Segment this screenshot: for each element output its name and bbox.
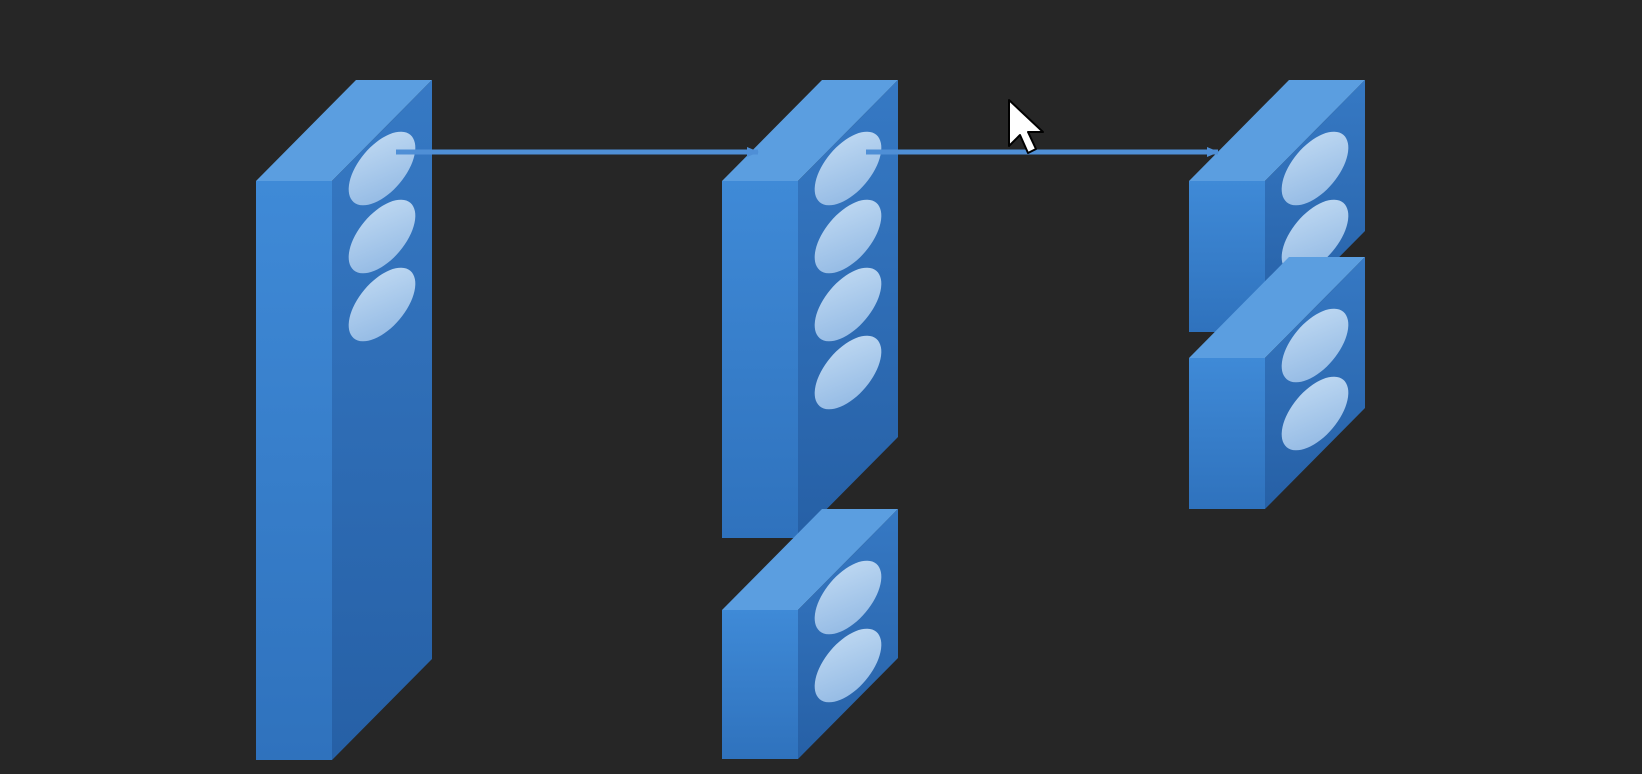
slot-oval — [1281, 308, 1349, 383]
stage-1 — [256, 80, 432, 760]
block-top-face — [1189, 257, 1365, 358]
block — [722, 509, 898, 759]
block — [256, 80, 432, 760]
slot-oval — [814, 267, 882, 342]
block-front-face — [722, 181, 798, 538]
block-front-face — [256, 181, 332, 760]
mouse-pointer-icon — [1008, 99, 1044, 154]
cursor-layer — [1008, 99, 1044, 154]
slot-oval — [348, 267, 416, 342]
stage-2 — [722, 80, 898, 759]
slot-oval — [814, 628, 882, 703]
block-top-face — [722, 509, 898, 610]
block-front-face — [722, 610, 798, 759]
blocks-layer — [256, 80, 1365, 760]
slot-oval — [1281, 199, 1349, 274]
slot-oval — [1281, 376, 1349, 451]
slot-oval — [814, 131, 882, 206]
block-top-face — [722, 80, 898, 181]
block-top-face — [256, 80, 432, 181]
block-front-face — [1189, 358, 1265, 509]
block — [1189, 257, 1365, 509]
slot-oval — [348, 199, 416, 274]
slot-oval — [1281, 131, 1349, 206]
slot-oval — [814, 199, 882, 274]
slot-oval — [814, 335, 882, 410]
stage-3 — [1189, 80, 1365, 509]
block-top-face — [1189, 80, 1365, 181]
slot-oval — [814, 560, 882, 635]
block — [722, 80, 898, 538]
